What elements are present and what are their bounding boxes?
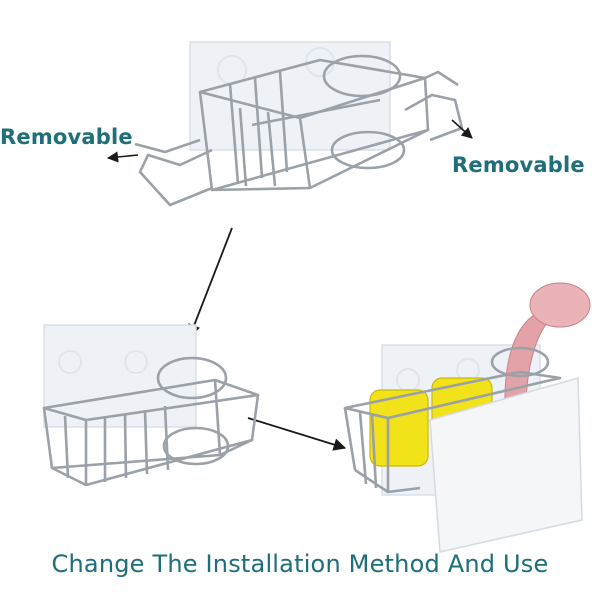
divider-plate [429, 377, 583, 553]
bottom-left-rack [42, 324, 260, 487]
top-rack-assembly [106, 41, 473, 207]
brush-head [529, 282, 591, 328]
arrow-right-icon [247, 417, 347, 451]
arrow-down-icon [188, 227, 233, 338]
caption: Change The Installation Method And Use [51, 550, 549, 578]
sponge-1 [369, 389, 429, 467]
arrow-left-icon [106, 151, 139, 163]
removable-label-right: Removable [452, 153, 585, 177]
adhesive-panel [43, 324, 197, 428]
bottom-right-rack-in-use [343, 282, 591, 553]
arrow-right-icon [451, 119, 473, 139]
top-wire-basket [134, 54, 464, 207]
removable-label-left: Removable [0, 125, 133, 149]
